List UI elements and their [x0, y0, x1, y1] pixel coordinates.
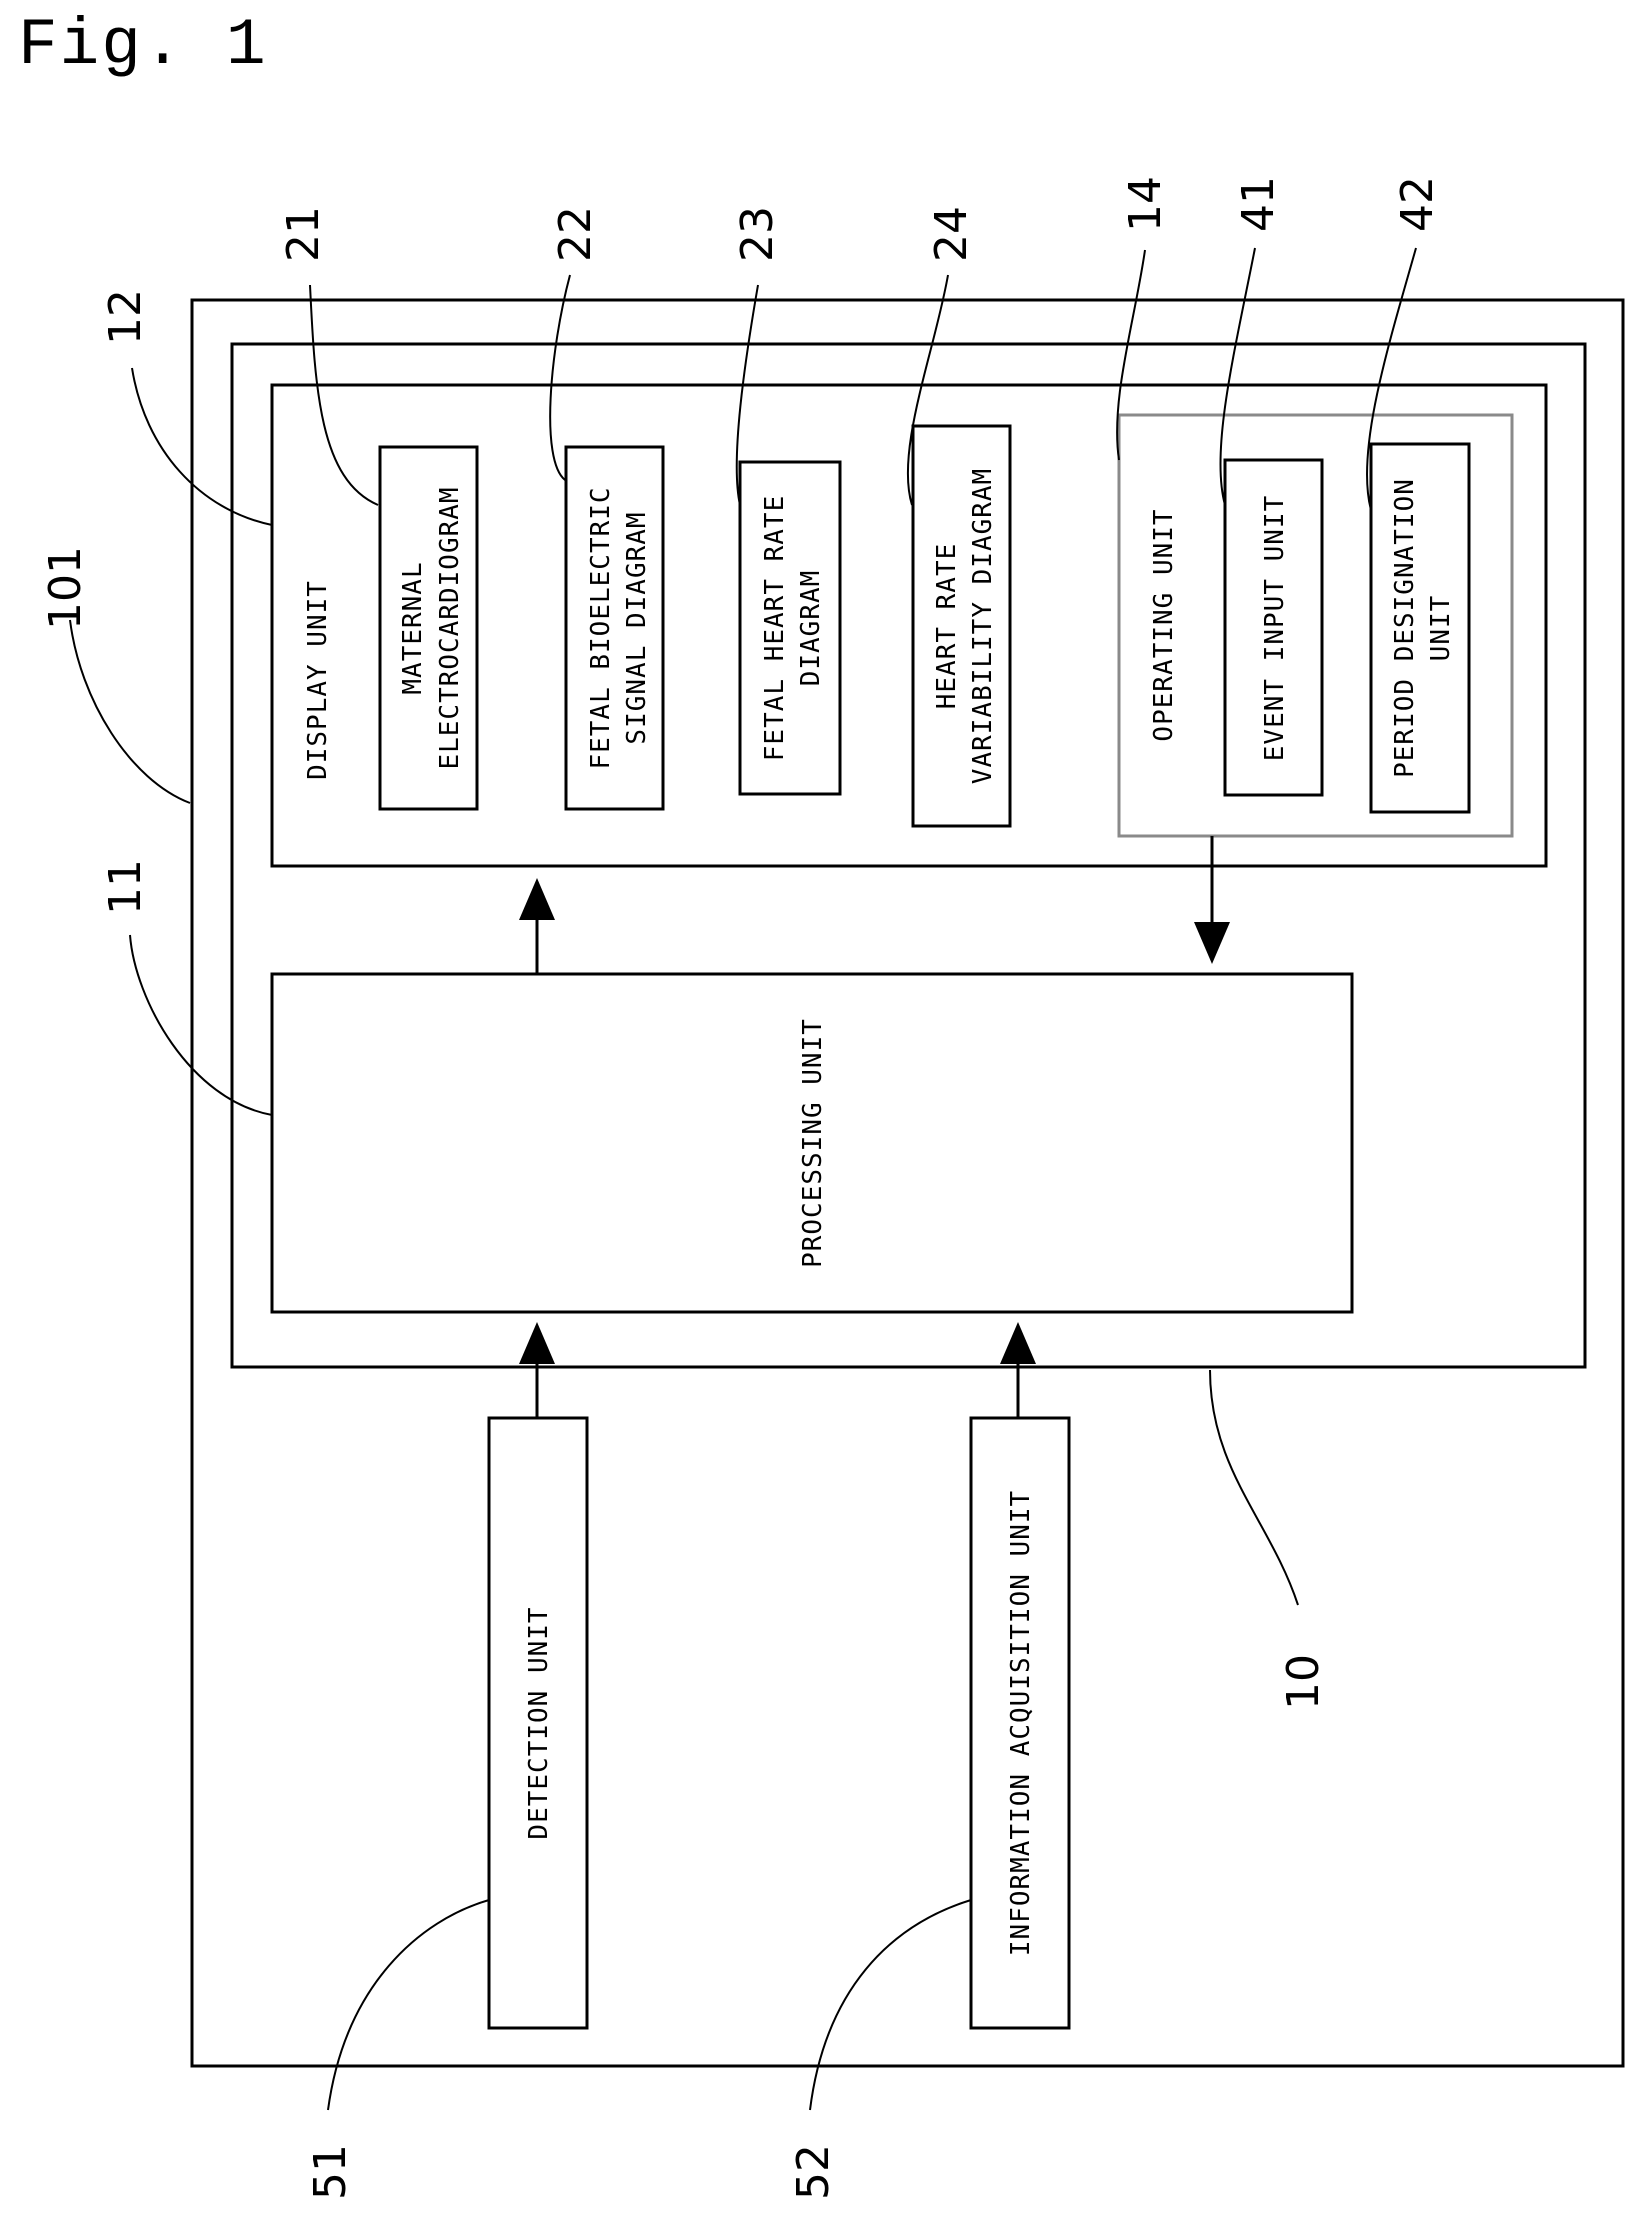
label-fetal-hr-line2: DIAGRAM: [796, 570, 826, 687]
label-hrv-line2: VARIABILITY DIAGRAM: [968, 468, 998, 784]
ref-21: 21: [278, 206, 329, 262]
ref-12: 12: [100, 289, 151, 345]
label-fetal-hr-line1: FETAL HEART RATE: [760, 495, 790, 761]
label-display-unit: DISPLAY UNIT: [303, 580, 333, 780]
ref-42: 42: [1392, 176, 1443, 232]
ref-23: 23: [732, 206, 783, 262]
leader-101: [70, 620, 190, 803]
label-detection-unit: DETECTION UNIT: [524, 1606, 554, 1839]
ref-41: 41: [1233, 176, 1284, 232]
label-maternal-line2: ELECTROCARDIOGRAM: [435, 486, 465, 769]
ref-10: 10: [1278, 1654, 1329, 1710]
label-period-line1: PERIOD DESIGNATION: [1390, 478, 1420, 778]
label-info-acquisition: INFORMATION ACQUISITION UNIT: [1006, 1490, 1036, 1956]
label-fetal-bio-line2: SIGNAL DIAGRAM: [622, 511, 652, 744]
ref-24: 24: [926, 206, 977, 262]
label-event-input: EVENT INPUT UNIT: [1260, 495, 1290, 761]
label-operating-unit: OPERATING UNIT: [1149, 508, 1179, 741]
label-period-line2: UNIT: [1426, 595, 1456, 662]
label-hrv-line1: HEART RATE: [932, 543, 962, 710]
label-processing-unit: PROCESSING UNIT: [798, 1018, 828, 1268]
ref-51: 51: [305, 2144, 356, 2200]
label-fetal-bio-line1: FETAL BIOELECTRIC: [586, 486, 616, 769]
ref-14: 14: [1120, 176, 1171, 232]
label-maternal-line1: MATERNAL: [398, 561, 428, 694]
ref-22: 22: [550, 206, 601, 262]
ref-11: 11: [100, 859, 151, 915]
ref-101: 101: [40, 546, 91, 630]
ref-52: 52: [788, 2144, 839, 2200]
